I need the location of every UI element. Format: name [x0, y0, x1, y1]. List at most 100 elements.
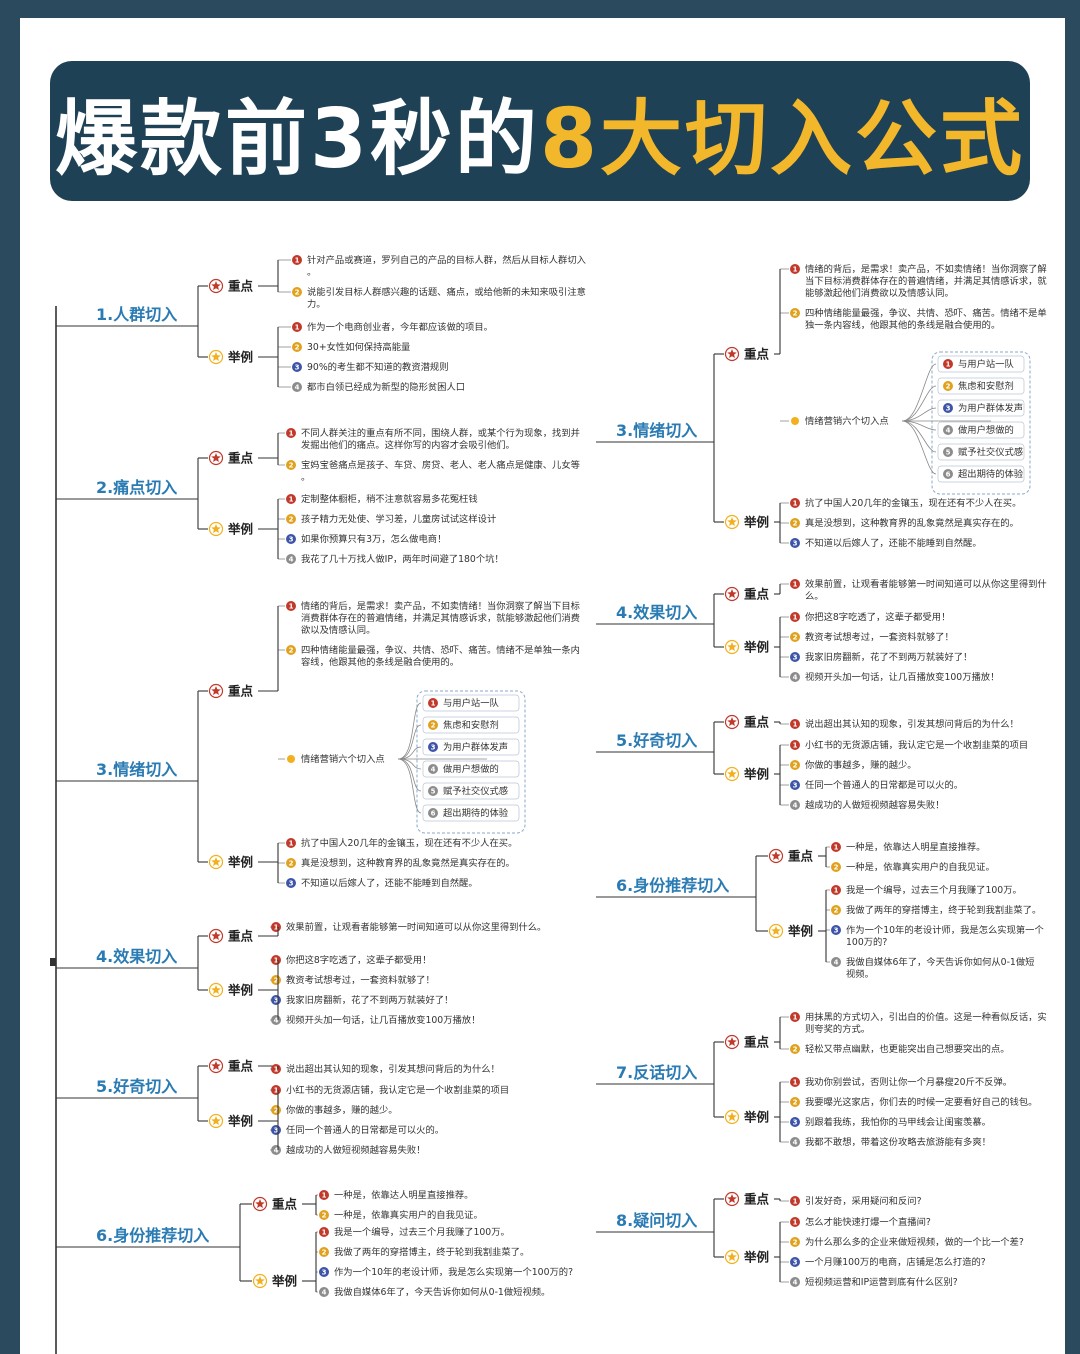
emotion-item: 超出期待的体验 [958, 468, 1024, 480]
leaf-text: 说能引发目标人群感兴趣的话题、痛点，或给他新的未知来吸引注意力。 [307, 286, 586, 310]
number-badge-text: 1 [793, 1198, 798, 1206]
example-tag: 举例 [227, 522, 253, 537]
example-tag: 举例 [743, 515, 769, 530]
number-badge-text: 1 [834, 887, 839, 895]
emotion-item-box [937, 377, 1025, 395]
example-tag: 举例 [227, 983, 253, 998]
number-badge-text: 3 [834, 927, 839, 935]
number-badge-text: 1 [322, 1192, 327, 1200]
number-badge-text: 3 [322, 1269, 327, 1277]
number-badge-icon [831, 905, 841, 915]
emotion-item: 为用户群体发声 [443, 741, 508, 753]
emotion-connector [901, 420, 937, 453]
leaf-text: 定制整体橱柜，稍不注意就容易多花冤枉钱 [301, 493, 478, 505]
number-badge-text: 2 [946, 383, 951, 391]
example-tag: 举例 [227, 350, 253, 365]
number-badge-icon [428, 720, 438, 730]
number-badge-text: 3 [793, 654, 798, 662]
number-badge-text: 1 [295, 324, 300, 332]
number-badge-icon [292, 342, 302, 352]
leaf-text: 教资考试想考过，一套资料就够了！ [805, 631, 954, 643]
number-badge-icon [790, 1237, 800, 1247]
number-badge-text: 3 [793, 782, 798, 790]
leaf-text: 如果你预算只有3万，怎么做电商！ [301, 533, 446, 545]
leaf-text: 我都不敢想，带着这份攻略去旅游能有多爽！ [805, 1136, 991, 1148]
leaf-text: 为什么那么多的企业来做短视频，做的一个比一个差? [805, 1236, 1024, 1248]
leaf-text: 越成功的人做短视频越容易失败！ [286, 1144, 425, 1156]
red-star-icon [724, 714, 740, 730]
number-badge-text: 2 [289, 860, 294, 868]
number-badge-icon [790, 1196, 800, 1206]
red-star-icon [208, 278, 224, 294]
number-badge-icon [943, 403, 953, 413]
number-badge-icon [790, 579, 800, 589]
leaf-text: 效果前置，让观看者能够第一时间知道可以从你这里得到什么。 [805, 578, 1047, 602]
red-star-icon [208, 683, 224, 699]
leaf-text: 都市白领已经成为新型的隐形贫困人口 [307, 381, 465, 393]
leaf-text: 短视频运营和IP运营到底有什么区别? [805, 1276, 958, 1288]
number-badge-text: 3 [289, 880, 294, 888]
key-tag: 重点 [788, 849, 814, 864]
emotion-item-box [422, 738, 520, 756]
leaf-text: 抗了中国人20几年的金镶玉，现在还有不少人在买。 [805, 497, 1021, 509]
emotion-list-box [416, 690, 526, 834]
emotion-item-box [422, 694, 520, 712]
leaf-text: 一种是，依靠真实用户的自我见证。 [846, 861, 995, 873]
number-badge-text: 2 [289, 462, 294, 470]
number-badge-text: 1 [793, 500, 798, 508]
number-badge-icon [319, 1210, 329, 1220]
yellow-star-icon [724, 1109, 740, 1125]
emotion-item: 焦虑和安慰剂 [958, 380, 1014, 392]
number-badge-text: 4 [295, 384, 300, 392]
number-badge-icon [286, 838, 296, 848]
leaf-text: 小红书的无货源店铺，我认定它是一个收割韭菜的项目 [286, 1084, 509, 1096]
number-badge-icon [943, 359, 953, 369]
emotion-list-box [931, 351, 1031, 495]
number-badge-icon [428, 698, 438, 708]
emotion-connector [397, 702, 422, 760]
leaf-text: 说出超出其认知的现象，引发其想问背后的为什么！ [286, 1063, 500, 1075]
leaf-text: 我做自媒体6年了，今天告诉你如何从0-1做短视频。 [334, 1286, 550, 1298]
section-s7-label: 7.反话切入 [616, 1063, 697, 1082]
example-tag: 举例 [227, 855, 253, 870]
leaf-text: 真是没想到，这种教育界的乱象竟然是真实存在的。 [301, 857, 515, 869]
emotion-item-box [422, 716, 520, 734]
key-tag: 重点 [744, 1192, 770, 1207]
example-tag: 举例 [743, 767, 769, 782]
leaf-text: 我家旧房翻新，花了不到两万就装好了！ [286, 994, 453, 1006]
number-badge-text: 2 [322, 1249, 327, 1257]
leaf-text: 情绪的背后，是需求！卖产品，不如卖情绪！当你洞察了解当下目标消费群体存在的普遍情… [301, 600, 580, 636]
leaf-text: 一种是，依靠真实用户的自我见证。 [334, 1209, 483, 1221]
leaf-text: 四种情绪能量最强，争议、共情、恐吓、痛苦。情绪不是单独一条内容线，他跟其他的条线… [805, 307, 1047, 331]
number-badge-icon [943, 447, 953, 457]
yellow-star-icon [724, 1249, 740, 1265]
leaf-text: 作为一个电商创业者，今年都应该做的项目。 [307, 321, 493, 333]
number-badge-icon [790, 1257, 800, 1267]
number-badge-icon [286, 645, 296, 655]
yellow-star-icon [208, 982, 224, 998]
yellow-star-icon [724, 766, 740, 782]
number-badge-text: 5 [431, 788, 436, 796]
red-star-icon [724, 1034, 740, 1050]
leaf-text: 轻松又带点幽默，也更能突出自己想要突出的点。 [805, 1043, 1010, 1055]
number-badge-text: 6 [946, 471, 951, 479]
number-badge-icon [790, 1044, 800, 1054]
number-badge-text: 4 [322, 1289, 327, 1297]
leaf-text: 90%的考生都不知道的教资潜规则 [307, 361, 449, 373]
number-badge-icon [831, 885, 841, 895]
emotion-item-box [937, 399, 1025, 417]
number-badge-text: 4 [793, 1139, 798, 1147]
key-tag: 重点 [744, 715, 770, 730]
section-s6-label: 6.身份推荐切入 [96, 1226, 209, 1245]
yellow-star-icon [208, 854, 224, 870]
number-badge-icon [428, 808, 438, 818]
leaf-text: 情绪营销六个切入点 [805, 415, 889, 427]
red-star-icon [724, 1191, 740, 1207]
emotion-item-box [422, 760, 520, 778]
leaf-text: 不知道以后嫁人了，还能不能睡到自然醒。 [301, 877, 478, 889]
number-badge-text: 1 [274, 1087, 279, 1095]
section-s5-label: 5.好奇切入 [616, 731, 697, 750]
number-badge-text: 1 [274, 1066, 279, 1074]
